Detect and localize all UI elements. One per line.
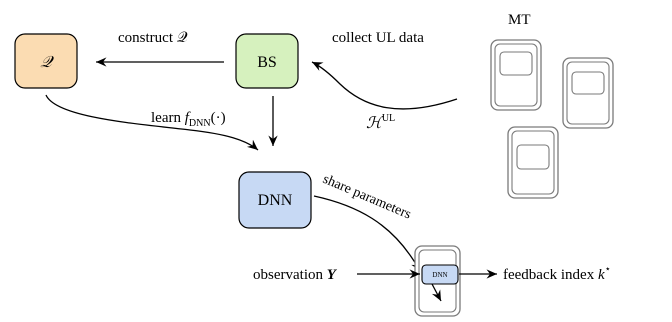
edge-mt-to-bs <box>311 61 458 110</box>
edge-label-collect-ul: collect UL data <box>332 30 424 46</box>
phone-3-outer <box>507 126 559 199</box>
edge-q-to-dnn <box>45 94 259 151</box>
edge-label-feedback: feedback index k⋆ <box>503 264 611 283</box>
mt-label: MT <box>508 12 531 28</box>
q-node: 𝒬 <box>14 33 78 89</box>
edge-label-observation: observation Y <box>253 267 338 283</box>
feedback-sup: ⋆ <box>605 264 611 275</box>
dnn-small-node-label: DNN <box>432 271 447 279</box>
dnn-node-box <box>238 171 312 229</box>
phone-1-frame <box>494 43 538 107</box>
phone-3 <box>507 126 559 199</box>
observation-var: Y <box>327 267 338 283</box>
phone-2-outer <box>562 57 614 129</box>
q-node-label: 𝒬 <box>40 54 54 71</box>
edge-label-learn: learn fDNN(·) <box>151 110 226 129</box>
learn-arg: (·) <box>211 110 226 126</box>
dnn-node: DNN <box>238 171 312 229</box>
h-ul-sup: UL <box>382 113 395 124</box>
bs-node-box <box>235 33 299 89</box>
learn-f: f <box>185 110 191 126</box>
dnn-node-label: DNN <box>258 192 293 209</box>
feedback-var: k <box>598 267 605 283</box>
dnn-small-node: DNN <box>421 264 459 285</box>
phone-3-frame <box>511 130 555 195</box>
q-node-box <box>14 33 78 89</box>
phone-2 <box>562 57 614 129</box>
dnn-small-node-box <box>421 264 459 285</box>
learn-sub: DNN <box>189 118 211 129</box>
phone-2-frame <box>566 61 610 125</box>
phone-1-screen <box>499 51 533 76</box>
learn-prefix: learn <box>151 110 185 126</box>
h-ul-main: ℋ <box>366 115 384 132</box>
observation-prefix: observation <box>253 267 327 283</box>
edge-small-out <box>431 283 442 302</box>
feedback-prefix: feedback index <box>503 267 598 283</box>
edge-label-construct-q: construct 𝒬 <box>118 30 188 46</box>
phone-1 <box>490 39 542 111</box>
bs-node-label: BS <box>257 54 277 71</box>
phone-2-screen <box>571 71 605 95</box>
edge-label-h-ul: ℋUL <box>366 113 395 132</box>
bs-node: BS <box>235 33 299 89</box>
phone-3-screen <box>516 144 550 170</box>
